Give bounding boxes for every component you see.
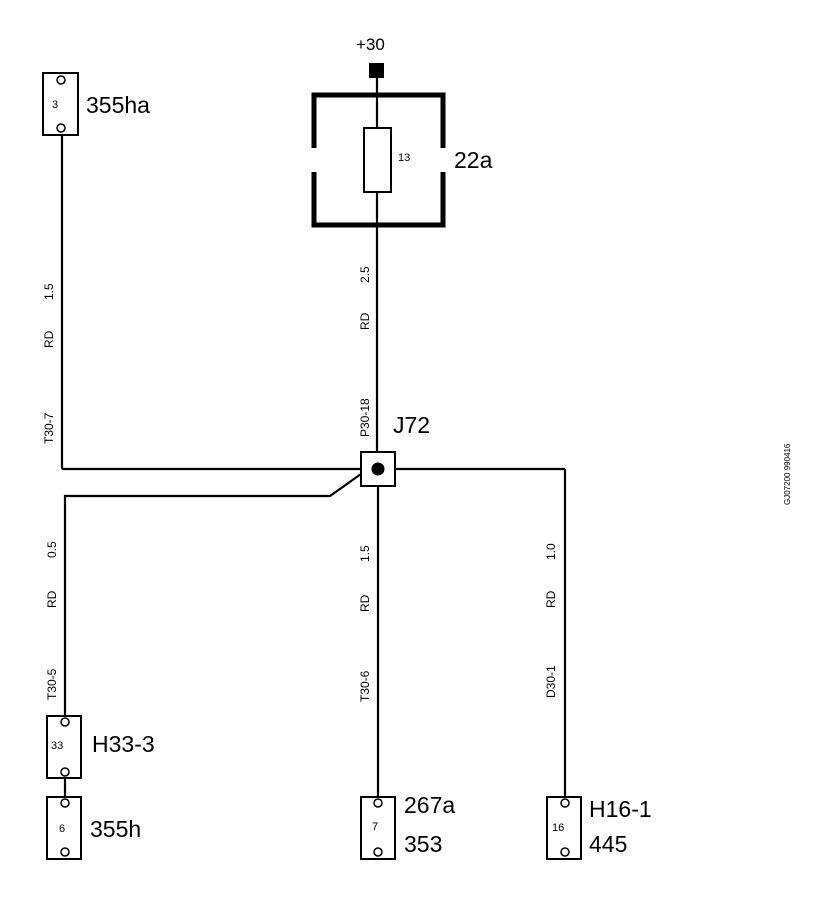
connector-label: H16-1 [589,796,652,822]
connector-label-secondary: 445 [589,831,627,857]
reference-code: GJ07200 990416 [783,443,792,505]
fuse-number: 13 [398,152,410,164]
wire-size-label: 2.5 [358,266,372,283]
connector-label: 267a [404,792,455,818]
supply-label: +30 [356,35,385,54]
wire-size-label: 0.5 [45,541,59,558]
wire-color-label: RD [42,330,56,348]
wire-size-label: 1.0 [544,543,558,560]
wire-size-label: 1.5 [42,283,56,300]
connector-label: H33-3 [92,731,155,757]
connector-label-secondary: 353 [404,831,442,857]
wire-id-label: T30-6 [358,670,372,702]
wire-id-label: T30-7 [42,412,56,444]
fuse-icon [363,127,392,193]
wire-color-label: RD [358,312,372,330]
connector-355h [46,796,82,860]
junction-node-icon [371,462,385,476]
connector-pin-number: 6 [59,823,65,835]
wire-size-label: 1.5 [358,545,372,562]
junction-label: J72 [393,412,430,438]
wire-j72-to-h33 [63,473,362,716]
connector-pin-number: 16 [552,822,564,834]
connector-267a [360,796,396,860]
wire-color-label: RD [45,590,59,608]
connector-h33-3 [46,715,82,779]
connector-pin-number: 3 [52,99,58,111]
fuse-box-label: 22a [454,147,493,173]
wire-id-label: P30-18 [358,398,372,437]
connector-label: 355h [90,816,141,842]
connector-label: 355ha [86,92,150,118]
supply-terminal [369,63,384,78]
connector-pin-number: 7 [372,821,378,833]
wire-color-label: RD [544,590,558,608]
wire-color-label: RD [358,594,372,612]
connector-h16-1 [546,796,582,860]
fuse-box-22a [311,78,446,228]
connector-355ha [42,72,79,136]
wire-id-label: T30-5 [45,668,59,700]
connector-pin-number: 33 [51,740,63,752]
wire-id-label: D30-1 [544,665,558,698]
